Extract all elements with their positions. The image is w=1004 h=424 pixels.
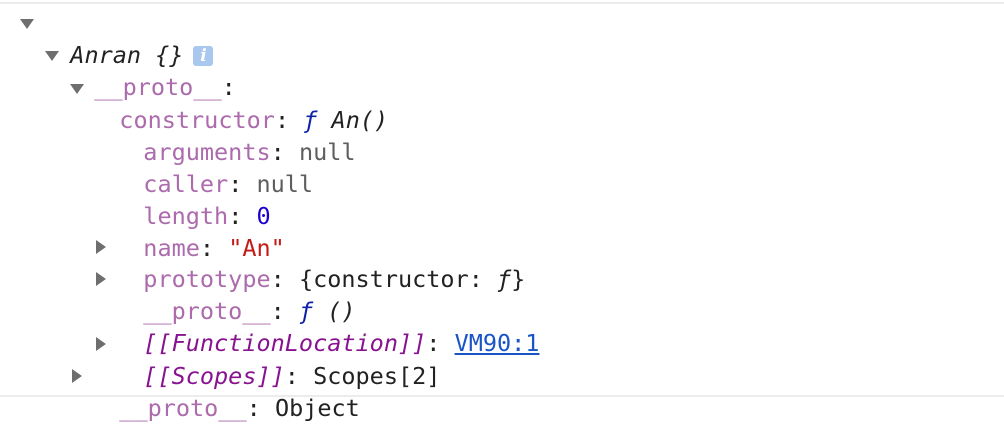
property-value: null [298,138,356,166]
property-key: arguments [143,138,271,166]
property-key: prototype [143,265,271,293]
tree-row-caller: caller: null [143,170,314,198]
tree-row-proto-object[interactable]: __proto__: Object [70,360,360,422]
brace: } [511,265,526,293]
tree-row-proto[interactable]: __proto__: [45,39,236,101]
property-value: An() [331,106,389,134]
function-icon: ƒ [298,297,314,325]
property-key: __proto__ [119,394,247,422]
info-icon[interactable]: i [193,46,214,66]
property-key: __proto__ [143,297,271,325]
property-key: __proto__ [94,73,222,101]
property-value: () [327,297,356,325]
tree-row-root[interactable]: Anran {} i [20,7,214,69]
bottom-divider [0,395,1004,397]
tree-row-prototype[interactable]: prototype: {constructor: ƒ} [94,231,525,293]
expand-arrow-down-icon[interactable] [20,7,34,39]
tree-row-name: name: "An" [143,234,285,262]
tree-row-length: length: 0 [143,202,271,230]
function-icon: ƒ [497,265,512,293]
property-key: [[FunctionLocation]] [143,329,427,357]
property-value: Scopes[2] [313,362,441,390]
property-value: "An" [228,234,285,262]
tree-row-scopes[interactable]: [[Scopes]]: Scopes[2] [94,328,440,390]
property-value: 0 [256,202,271,230]
property-key: length [143,202,229,230]
expand-arrow-right-icon[interactable] [70,360,84,392]
top-divider [0,2,1004,4]
tree-row-function-location: [[FunctionLocation]]: VM90:1 [143,329,540,357]
function-icon: ƒ [303,106,318,134]
tree-row-arguments: arguments: null [143,138,356,166]
tree-row-constructor[interactable]: constructor: ƒ An() [70,72,388,134]
property-value: {constructor: [298,265,498,293]
property-value: null [256,170,314,198]
property-key: name [143,234,200,262]
expand-arrow-right-icon[interactable] [94,328,108,360]
expand-arrow-right-icon[interactable] [94,263,108,295]
property-key: [[Scopes]] [143,362,285,390]
expand-arrow-down-icon[interactable] [70,72,84,104]
source-link[interactable]: VM90:1 [454,329,540,357]
expand-arrow-right-icon[interactable] [94,231,108,263]
expand-arrow-down-icon[interactable] [45,39,59,71]
property-key: constructor [119,106,275,134]
object-label: Anran {} [70,41,184,69]
property-value: Object [274,394,360,422]
tree-row-proto-fn[interactable]: __proto__: ƒ () [94,263,356,325]
property-key: caller [143,170,229,198]
